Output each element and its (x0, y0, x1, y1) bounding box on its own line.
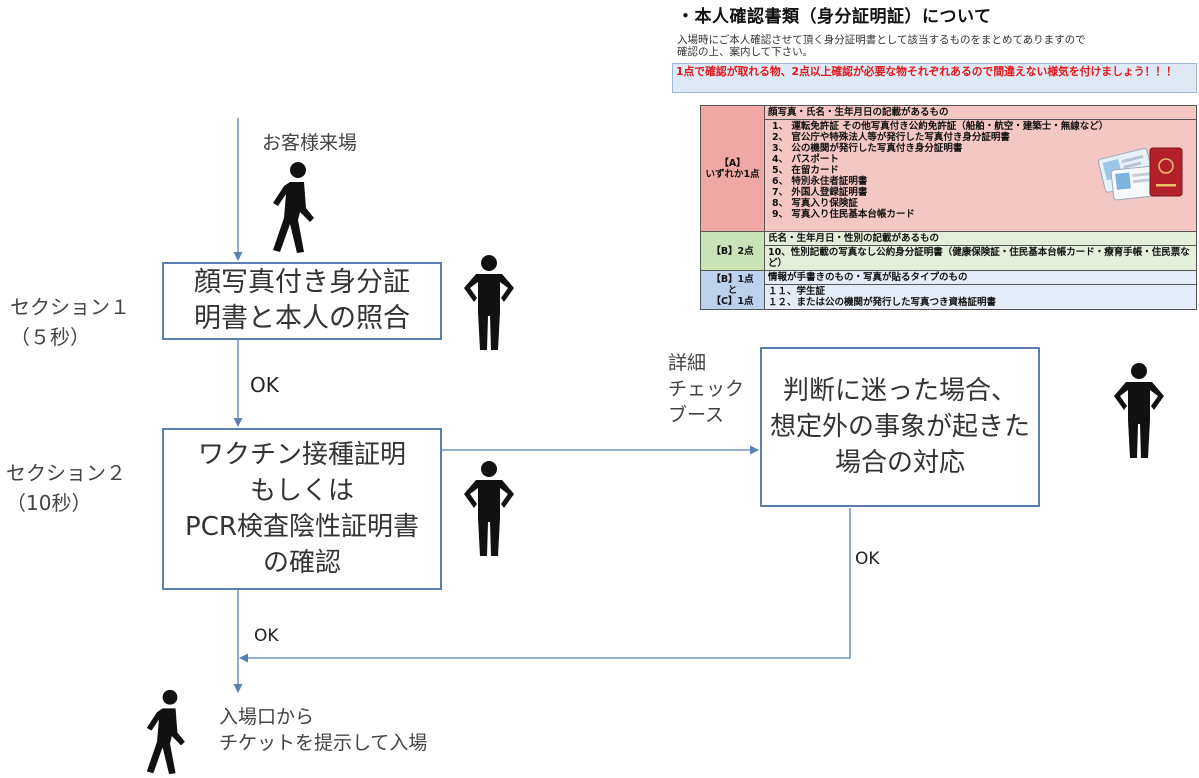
section1-box: 顔写真付き身分証 明書と本人の照合 (162, 262, 442, 340)
staff-standing-icon (460, 254, 518, 352)
list-item: 10、性別記載の写真なし公約身分証明書（健康保険証・住民基本台帳カード・療育手帳… (764, 245, 1197, 271)
staff-standing-icon (1110, 362, 1168, 460)
id-document-table: 【A】 いずれか1点 顔写真・氏名・生年月日の記載があるもの 1、 運転免許証 … (700, 105, 1197, 310)
list-item: １１、学生証 (768, 286, 826, 297)
info-intro: 入場時にご本人確認させて頂く身分証明書として該当するものをまとめてありますので … (677, 34, 1086, 58)
table-row: 【A】 いずれか1点 顔写真・氏名・生年月日の記載があるもの (700, 105, 1197, 232)
ok-label-2: OK (254, 626, 279, 646)
entrance-label: 入場口から チケットを提示して入場 (219, 706, 428, 754)
passport-cards-icon (1097, 147, 1183, 201)
ok-label-detail: OK (855, 549, 880, 569)
list-item: 9、 写真入り住民基本台帳カード (772, 209, 915, 220)
table-row: １１、学生証 １２、または公の機関が発行した写真つき資格証明書 (701, 284, 1197, 310)
section2-box-text: ワクチン接種証明 もしくは PCR検査陰性証明書 の確認 (185, 440, 419, 578)
section1-label: セクション１ （５秒） (10, 295, 130, 349)
list-item: 6、 特別永住者証明書 (772, 176, 868, 187)
detail-booth-label: 詳細 チェック ブース (668, 352, 745, 426)
info-title: ・本人確認書類（身分証明証）について (677, 7, 992, 27)
category-a: 【A】 いずれか1点 (700, 105, 765, 232)
detail-box-text: 判断に迷った場合、 想定外の事象が起きた 場合の対応 (769, 376, 1030, 478)
warning-banner: 1点で確認が取れる物、2点以上確認が必要な物それぞれあるので間違えない様気を付け… (672, 63, 1197, 93)
arrow-detail-return (239, 508, 851, 663)
section2-label: セクション２ （10秒） (6, 461, 126, 515)
list-item: 7、 外国人登録証明書 (772, 187, 868, 198)
walking-person-icon (142, 688, 198, 776)
category-c-items: １１、学生証 １２、または公の機関が発行した写真つき資格証明書 (764, 284, 1197, 310)
category-a-items: 1、 運転免許証 その他写真付き公約免許証（船舶・航空・建築士・無線など） 2、… (764, 119, 1197, 232)
walking-person-icon (268, 160, 328, 255)
category-c-header: 情報が手書きのもの・写真が貼るタイプのもの (764, 270, 1197, 285)
category-b-header: 氏名・生年月日・性別の記載があるもの (764, 231, 1197, 246)
detail-box: 判断に迷った場合、 想定外の事象が起きた 場合の対応 (760, 347, 1040, 507)
arrival-label: お客様来場 (262, 132, 358, 154)
list-item: 3、 公の機関が発行した写真付き身分証明書 (772, 143, 963, 154)
table-row: 【B】1点 と 【C】1点 情報が手書きのもの・写真が貼るタイプのもの (700, 270, 1197, 310)
list-item: １２、または公の機関が発行した写真つき資格証明書 (768, 297, 997, 308)
list-item: 8、 写真入り保険証 (772, 198, 858, 209)
section1-box-text: 顔写真付き身分証 明書と本人の照合 (194, 267, 410, 334)
table-row: 10、性別記載の写真なし公約身分証明書（健康保険証・住民基本台帳カード・療育手帳… (701, 245, 1197, 271)
table-row: 1、 運転免許証 その他写真付き公約免許証（船舶・航空・建築士・無線など） 2、… (701, 119, 1197, 232)
category-b: 【B】2点 (700, 231, 765, 271)
ok-label-1: OK (250, 373, 279, 397)
list-item: 4、 パスポート (772, 154, 839, 165)
list-item: 2、 官公庁や特殊法人等が発行した写真付き身分証明書 (772, 132, 1010, 143)
section2-box: ワクチン接種証明 もしくは PCR検査陰性証明書 の確認 (162, 428, 442, 590)
list-item: 5、 在留カード (772, 165, 839, 176)
category-a-header: 顔写真・氏名・生年月日の記載があるもの (764, 105, 1197, 120)
staff-standing-icon (460, 460, 518, 558)
list-item: 1、 運転免許証 その他写真付き公約免許証（船舶・航空・建築士・無線など） (772, 121, 1109, 132)
category-c: 【B】1点 と 【C】1点 (700, 270, 765, 310)
table-row: 【B】2点 氏名・生年月日・性別の記載があるもの (700, 231, 1197, 271)
